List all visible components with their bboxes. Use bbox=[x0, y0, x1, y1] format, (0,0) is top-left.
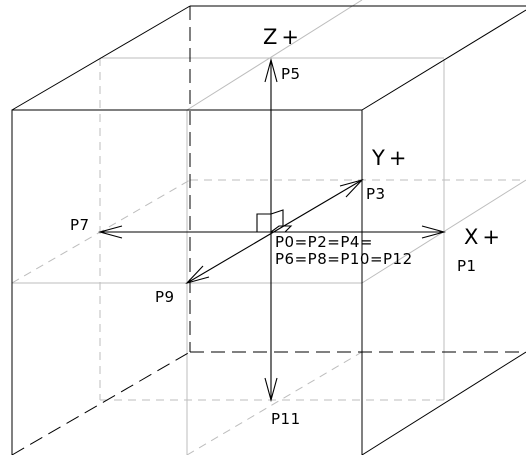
top-left-edge bbox=[11, 5, 191, 111]
x-negative-arrowhead bbox=[97, 225, 123, 239]
y-axis-label: Y+ bbox=[371, 146, 410, 170]
y-negative-arrowhead bbox=[185, 265, 210, 285]
right-angle-marker-xy bbox=[270, 225, 293, 233]
front-face bbox=[11, 109, 363, 455]
bottom-left-edge bbox=[11, 351, 191, 455]
labels: Z+ Y+ X+ P5 P3 P7 P0=P2=P4= P6=P8=P10=P1… bbox=[70, 25, 504, 428]
bottom-right-edge bbox=[361, 351, 526, 455]
z-axis-label: Z+ bbox=[263, 25, 303, 49]
point-label-p3: P3 bbox=[366, 185, 386, 203]
bottom-grid-diagonal bbox=[186, 351, 363, 455]
point-label-p1: P1 bbox=[457, 257, 477, 275]
right-angle-marker-xz bbox=[256, 213, 271, 232]
point-label-p5: P5 bbox=[281, 65, 301, 83]
x-axis-label: X+ bbox=[464, 225, 504, 249]
point-label-p7: P7 bbox=[70, 216, 90, 234]
cube-edges bbox=[11, 5, 526, 455]
point-label-origin-line1: P0=P2=P4= bbox=[275, 233, 373, 251]
y-positive-arrowhead bbox=[339, 178, 364, 198]
axes bbox=[97, 57, 447, 403]
point-label-origin-line2: P6=P8=P10=P12 bbox=[275, 250, 413, 268]
top-grid-diagonal bbox=[186, 0, 363, 111]
top-right-edge bbox=[361, 9, 526, 111]
x-positive-arrowhead bbox=[421, 225, 447, 239]
z-negative-arrowhead bbox=[264, 377, 278, 403]
y-axis-line bbox=[186, 179, 363, 284]
right-angle-marker-yz bbox=[270, 209, 284, 226]
z-positive-arrowhead bbox=[264, 57, 278, 83]
point-label-p9: P9 bbox=[155, 288, 175, 306]
point-label-p11: P11 bbox=[271, 410, 301, 428]
